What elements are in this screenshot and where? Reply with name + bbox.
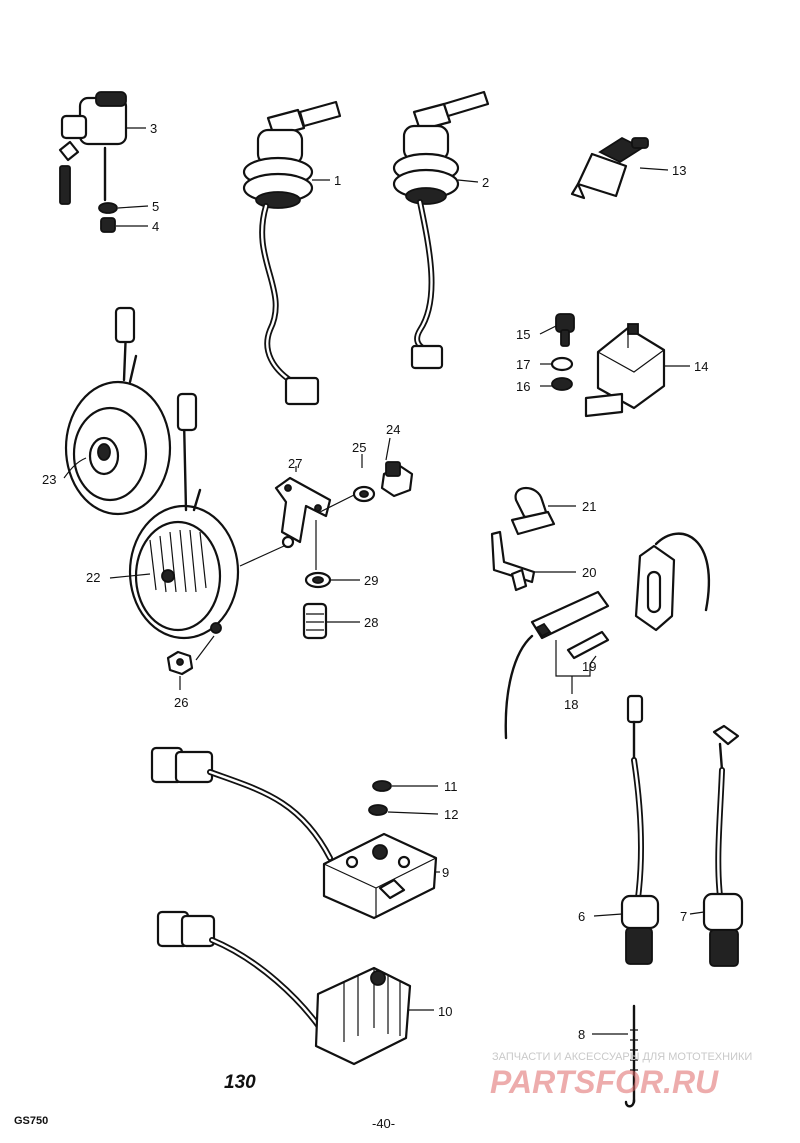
callout-4: 4 [152, 219, 159, 234]
callout-28: 28 [364, 615, 378, 630]
callout-21: 21 [582, 499, 596, 514]
callout-22: 22 [86, 570, 100, 585]
bolt-24-part [380, 461, 414, 498]
page-number: -40- [372, 1116, 395, 1131]
lock-with-keys-part [58, 91, 128, 233]
switch-6-part [620, 694, 660, 965]
callout-1: 1 [334, 173, 341, 188]
callout-2: 2 [482, 175, 489, 190]
bolt-28-part [302, 602, 328, 640]
fuse-holder-18-part [504, 532, 711, 740]
callout-20: 20 [582, 565, 596, 580]
callout-24: 24 [386, 422, 400, 437]
callout-29: 29 [364, 573, 378, 588]
figure-number: 130 [224, 1072, 256, 1093]
callout-7: 7 [680, 909, 687, 924]
callout-10: 10 [438, 1004, 452, 1019]
callout-18: 18 [564, 697, 578, 712]
ignition-switch-1-part [242, 100, 342, 406]
callout-6: 6 [578, 909, 585, 924]
callout-23: 23 [42, 472, 56, 487]
washer-25-part [352, 485, 376, 503]
callout-17: 17 [516, 357, 530, 372]
callout-13: 13 [672, 163, 686, 178]
horn-23-part [64, 306, 172, 516]
spring-8-part [624, 1004, 638, 1108]
ignition-switch-2-part [392, 90, 490, 370]
leader-lines [63, 127, 705, 1035]
callout-25: 25 [352, 440, 366, 455]
callout-14: 14 [694, 359, 708, 374]
nut-26-part [166, 635, 215, 676]
watermark-tagline: ЗАПЧАСТИ И АКСЕССУАРЫ ДЛЯ МОТОТЕХНИКИ [492, 1051, 752, 1063]
washer-29-part [304, 571, 332, 589]
callout-15: 15 [516, 327, 530, 342]
holder-bracket-20-part [490, 530, 536, 592]
watermark-brand: PARTSFOR.RU [490, 1064, 719, 1100]
horn-bracket-part [239, 476, 357, 570]
fuse-19-part [566, 630, 610, 660]
callout-8: 8 [578, 1027, 585, 1042]
callout-12: 12 [444, 807, 458, 822]
pressure-switch-part [570, 136, 649, 200]
callout-19: 19 [582, 659, 596, 674]
callout-11: 11 [444, 779, 458, 794]
callout-26: 26 [174, 695, 188, 710]
switch-7-part [702, 724, 744, 967]
callout-9: 9 [442, 865, 449, 880]
callout-16: 16 [516, 379, 530, 394]
harness-block-10-part [156, 910, 412, 1066]
callout-3: 3 [150, 121, 157, 136]
callout-5: 5 [152, 199, 159, 214]
corner-code: GS750 [14, 1115, 48, 1127]
callout-27: 27 [288, 456, 302, 471]
relay-part [550, 313, 666, 418]
clamp-21-part [510, 486, 556, 536]
harness-block-9-part [150, 746, 438, 920]
